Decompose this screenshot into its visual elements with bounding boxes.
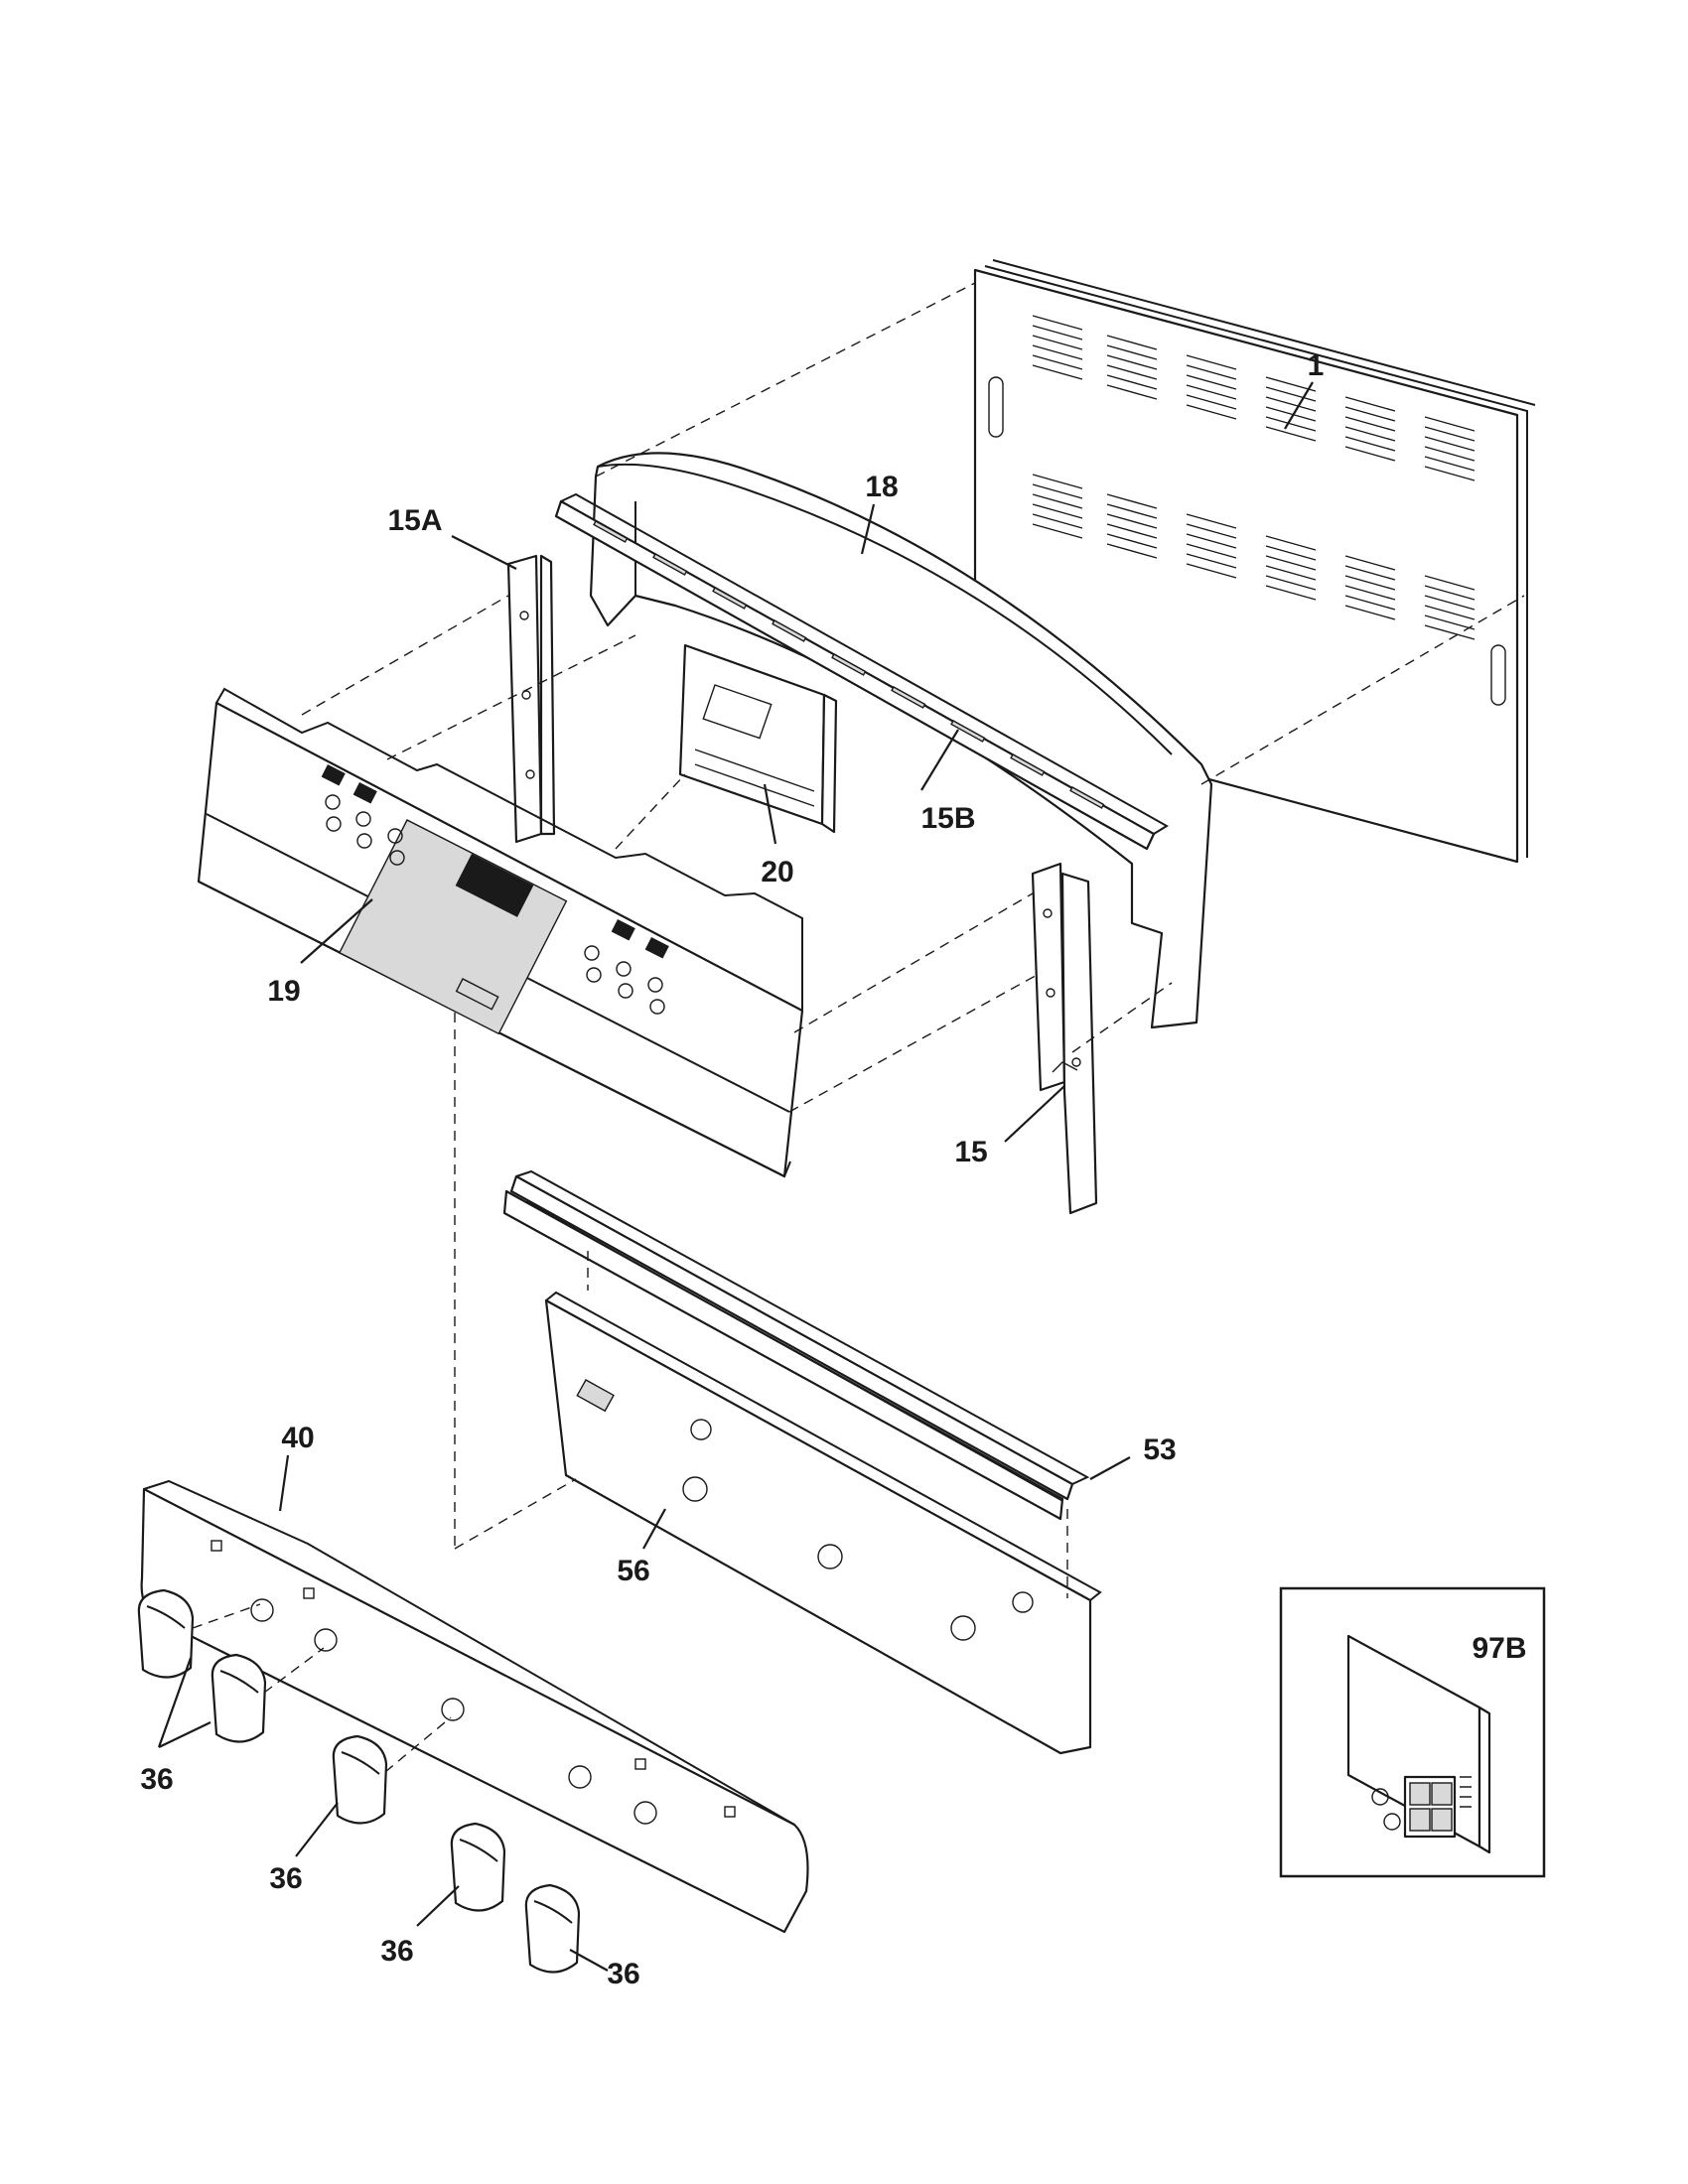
callout-97b: 97B <box>1472 1632 1526 1665</box>
upper-rail <box>554 492 1169 851</box>
control-panel <box>197 687 804 1178</box>
control-board <box>678 643 838 834</box>
callout-53: 53 <box>1143 1433 1176 1466</box>
valve-panel <box>140 1479 809 1934</box>
knob-3 <box>332 1734 388 1825</box>
knob-1 <box>137 1588 195 1679</box>
rear-panel-vents <box>1032 315 1476 640</box>
manifold-panel <box>544 1291 1102 1755</box>
alignment-lines <box>192 282 1525 1773</box>
knob-2 <box>211 1653 267 1743</box>
callout-36-b: 36 <box>269 1862 302 1895</box>
callout-40: 40 <box>281 1422 314 1454</box>
callout-15: 15 <box>954 1136 987 1168</box>
left-end-bracket <box>506 554 556 844</box>
callout-36-c: 36 <box>380 1935 413 1968</box>
callout-36-d: 36 <box>607 1958 639 1990</box>
inset-board <box>1346 1634 1491 1854</box>
callout-20: 20 <box>761 856 793 888</box>
callout-56: 56 <box>617 1555 649 1587</box>
callout-15b: 15B <box>920 802 975 835</box>
knob-5 <box>524 1883 581 1974</box>
callout-19: 19 <box>267 975 300 1008</box>
manifold-rail <box>502 1169 1090 1521</box>
knob-4 <box>450 1822 506 1912</box>
leader-lines <box>157 381 1314 1972</box>
inset-box <box>1279 1586 1546 1878</box>
callout-36-a: 36 <box>140 1763 173 1796</box>
callout-18: 18 <box>865 471 898 503</box>
control-panel-keypad <box>321 764 669 1035</box>
callout-1: 1 <box>1308 349 1325 382</box>
callout-labels: 1 18 15A 15B 20 19 15 53 40 56 97B 36 36… <box>140 349 1526 1990</box>
right-end-bracket <box>1031 862 1098 1215</box>
callout-15a: 15A <box>387 504 442 537</box>
